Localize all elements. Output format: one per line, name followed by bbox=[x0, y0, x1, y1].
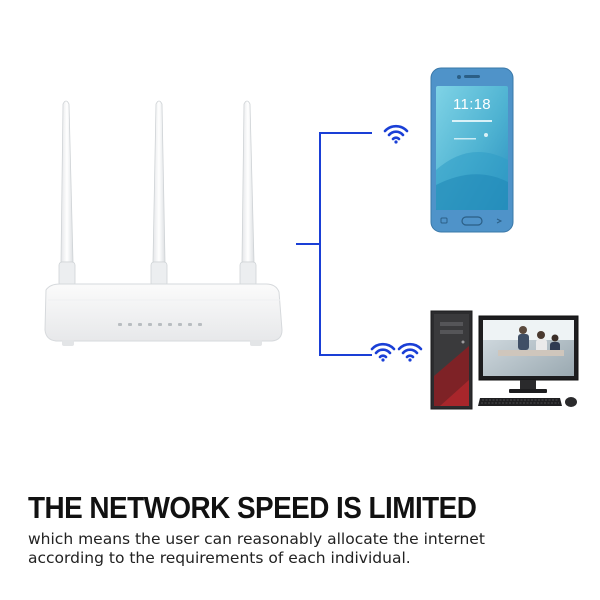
headline: THE NETWORK SPEED IS LIMITED bbox=[28, 490, 477, 525]
desktop-tower bbox=[430, 310, 473, 410]
desktop-mouse bbox=[565, 397, 577, 407]
phone-clock: 11:18 bbox=[453, 96, 491, 113]
router-icon bbox=[44, 100, 283, 346]
router-body bbox=[44, 283, 283, 342]
description-line-1: which means the user can reasonably allo… bbox=[28, 530, 485, 548]
description: which means the user can reasonably allo… bbox=[28, 530, 568, 568]
phone-camera bbox=[457, 75, 461, 79]
router-antenna-right bbox=[239, 100, 257, 287]
router-led-indicators bbox=[118, 323, 202, 326]
network-illustration bbox=[44, 67, 579, 410]
router-antenna-left bbox=[58, 100, 76, 287]
router-foot bbox=[62, 340, 74, 346]
router-foot bbox=[250, 340, 262, 346]
phone-home-button bbox=[461, 216, 483, 226]
router-antenna-middle bbox=[150, 100, 168, 287]
phone-back-key bbox=[440, 217, 448, 224]
desktop-computer-icon bbox=[430, 310, 579, 410]
wifi-icon bbox=[370, 342, 396, 362]
desktop-monitor bbox=[478, 315, 579, 393]
connection-lines bbox=[296, 132, 372, 356]
phone-recent-key bbox=[496, 218, 503, 224]
smartphone-icon bbox=[430, 67, 514, 233]
wifi-icon bbox=[383, 124, 409, 144]
phone-speaker bbox=[464, 75, 480, 78]
desktop-keyboard bbox=[478, 398, 562, 406]
wifi-icon bbox=[397, 342, 423, 362]
description-line-2: according to the requirements of each in… bbox=[28, 549, 411, 567]
